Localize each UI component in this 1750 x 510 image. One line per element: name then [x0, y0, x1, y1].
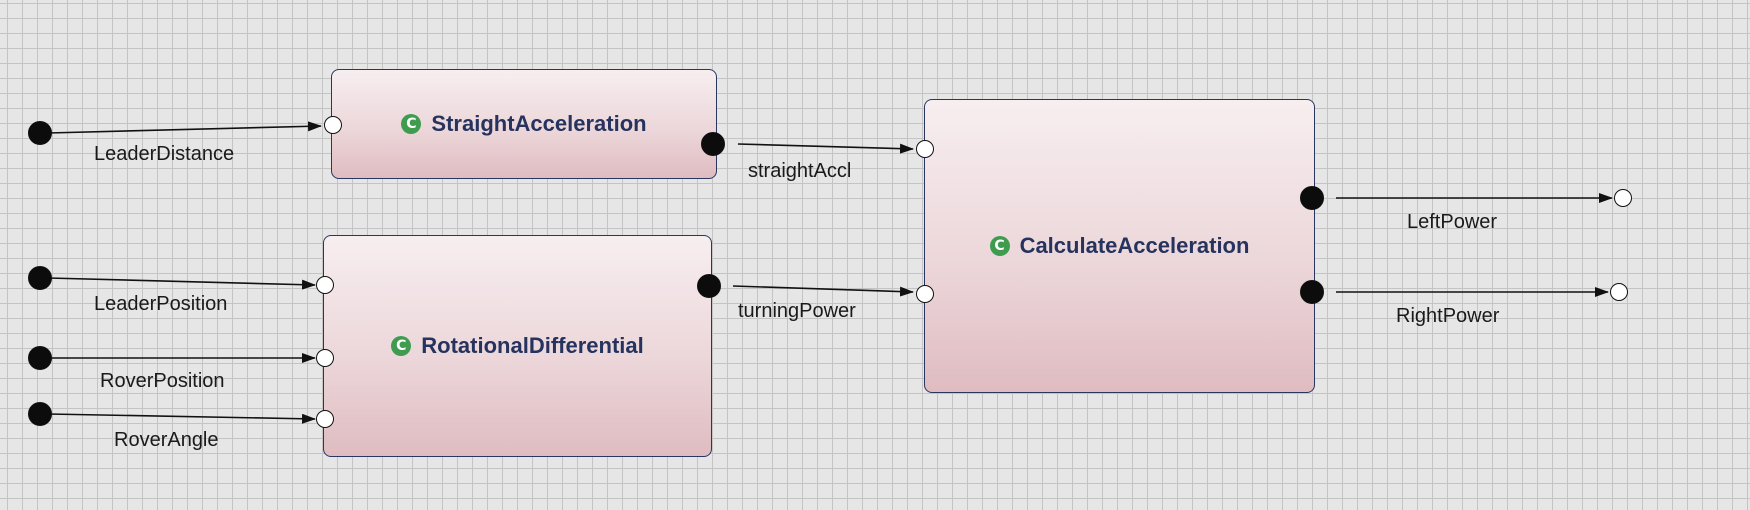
output-port-straight-accl[interactable] — [701, 132, 725, 156]
input-port-rover-position[interactable] — [316, 349, 334, 367]
class-icon: C — [401, 114, 422, 134]
wire-leader-position[interactable] — [47, 277, 316, 290]
wire-leader-distance[interactable] — [47, 121, 322, 134]
source-port-rover-angle[interactable] — [28, 402, 52, 426]
label-turning-power: turningPower — [738, 300, 856, 322]
wire-turning-power[interactable] — [732, 285, 914, 297]
label-right-power: RightPower — [1396, 305, 1500, 327]
block-name: RotationalDifferential — [421, 333, 644, 358]
block-name: CalculateAcceleration — [1019, 233, 1250, 258]
input-port-turning-power[interactable] — [916, 285, 934, 303]
output-port-left-power[interactable] — [1300, 186, 1324, 210]
block-name: StraightAcceleration — [431, 111, 647, 136]
input-port-straight-accl[interactable] — [916, 140, 934, 158]
source-port-leader-distance[interactable] — [28, 121, 52, 145]
class-icon: C — [391, 336, 412, 356]
label-leader-distance: LeaderDistance — [94, 143, 235, 165]
block-title: C StraightAcceleration — [401, 111, 647, 137]
output-port-turning-power[interactable] — [697, 274, 721, 298]
label-rover-angle: RoverAngle — [114, 429, 219, 451]
input-port-rover-angle[interactable] — [316, 410, 334, 428]
label-leader-position: LeaderPosition — [94, 293, 228, 315]
input-port-leader-position[interactable] — [316, 276, 334, 294]
block-title: C RotationalDifferential — [391, 333, 644, 359]
label-left-power: LeftPower — [1407, 211, 1498, 233]
wire-rover-angle[interactable] — [47, 413, 316, 424]
sink-port-right-power[interactable] — [1610, 283, 1628, 301]
block-calculate-acceleration[interactable]: C CalculateAcceleration — [924, 99, 1315, 393]
block-straight-acceleration[interactable]: C StraightAcceleration — [331, 69, 717, 179]
block-title: C CalculateAcceleration — [989, 233, 1250, 259]
source-port-leader-position[interactable] — [28, 266, 52, 290]
output-port-right-power[interactable] — [1300, 280, 1324, 304]
label-rover-position: RoverPosition — [100, 370, 225, 392]
block-rotational-differential[interactable]: C RotationalDifferential — [323, 235, 712, 457]
class-icon: C — [989, 236, 1010, 256]
sink-port-left-power[interactable] — [1614, 189, 1632, 207]
label-straight-accl: straightAccl — [748, 160, 852, 182]
source-port-rover-position[interactable] — [28, 346, 52, 370]
wire-straight-accl[interactable] — [737, 143, 914, 154]
input-port-leader-distance[interactable] — [324, 116, 342, 134]
